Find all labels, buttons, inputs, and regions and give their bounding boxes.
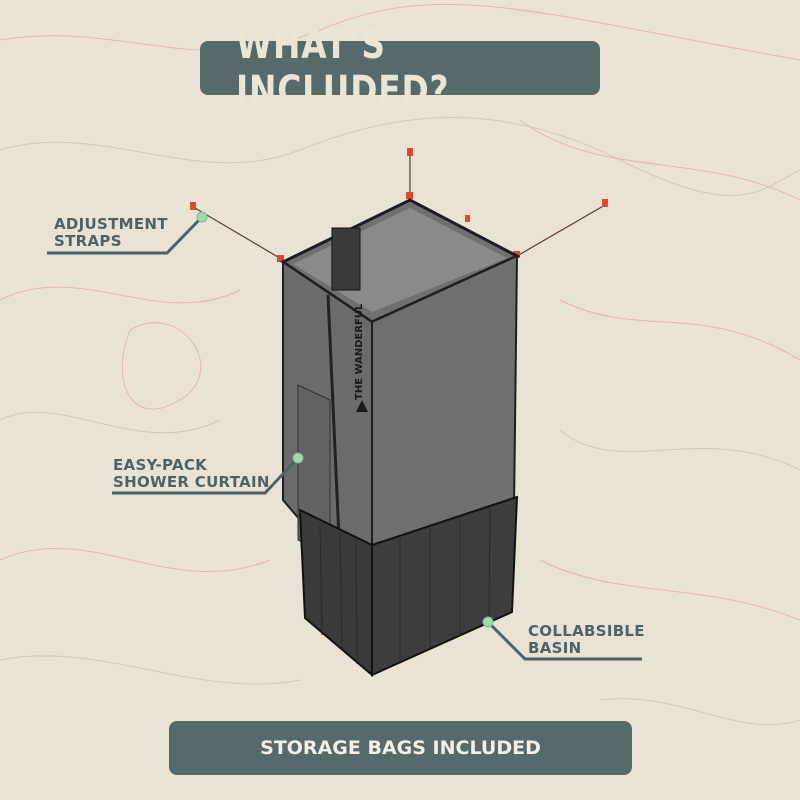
callout-shower-curtain: EASY-PACK SHOWER CURTAIN — [113, 457, 270, 491]
brand-logo-icon — [356, 400, 368, 412]
page-title: WHAT’S INCLUDED? — [200, 22, 600, 114]
brand-logo-text: THE WANDERFUL — [354, 303, 365, 400]
basin-right — [371, 495, 519, 677]
callout-line-2: BASIN — [528, 639, 582, 657]
storage-bags-banner: STORAGE BAGS INCLUDED — [169, 721, 632, 775]
curtain-dot — [292, 452, 304, 464]
interior-pocket — [331, 227, 361, 291]
page-title-text: WHAT’S INCLUDED? — [236, 22, 450, 114]
callout-line-2: SHOWER CURTAIN — [113, 473, 270, 491]
callout-dots — [196, 211, 494, 628]
storage-bags-text: STORAGE BAGS INCLUDED — [260, 737, 541, 759]
callout-line-1: ADJUSTMENT — [54, 215, 168, 233]
straps-dot — [196, 211, 208, 223]
zipper — [326, 294, 342, 561]
basin-dot — [482, 616, 494, 628]
callout-line-1: COLLABSIBLE — [528, 622, 645, 640]
callout-line-2: STRAPS — [54, 232, 122, 250]
callout-lines — [47, 215, 642, 661]
callout-line-1: EASY-PACK — [113, 456, 208, 474]
callout-adjustment-straps: ADJUSTMENT STRAPS — [54, 216, 168, 250]
callout-basin: COLLABSIBLE BASIN — [528, 623, 645, 657]
